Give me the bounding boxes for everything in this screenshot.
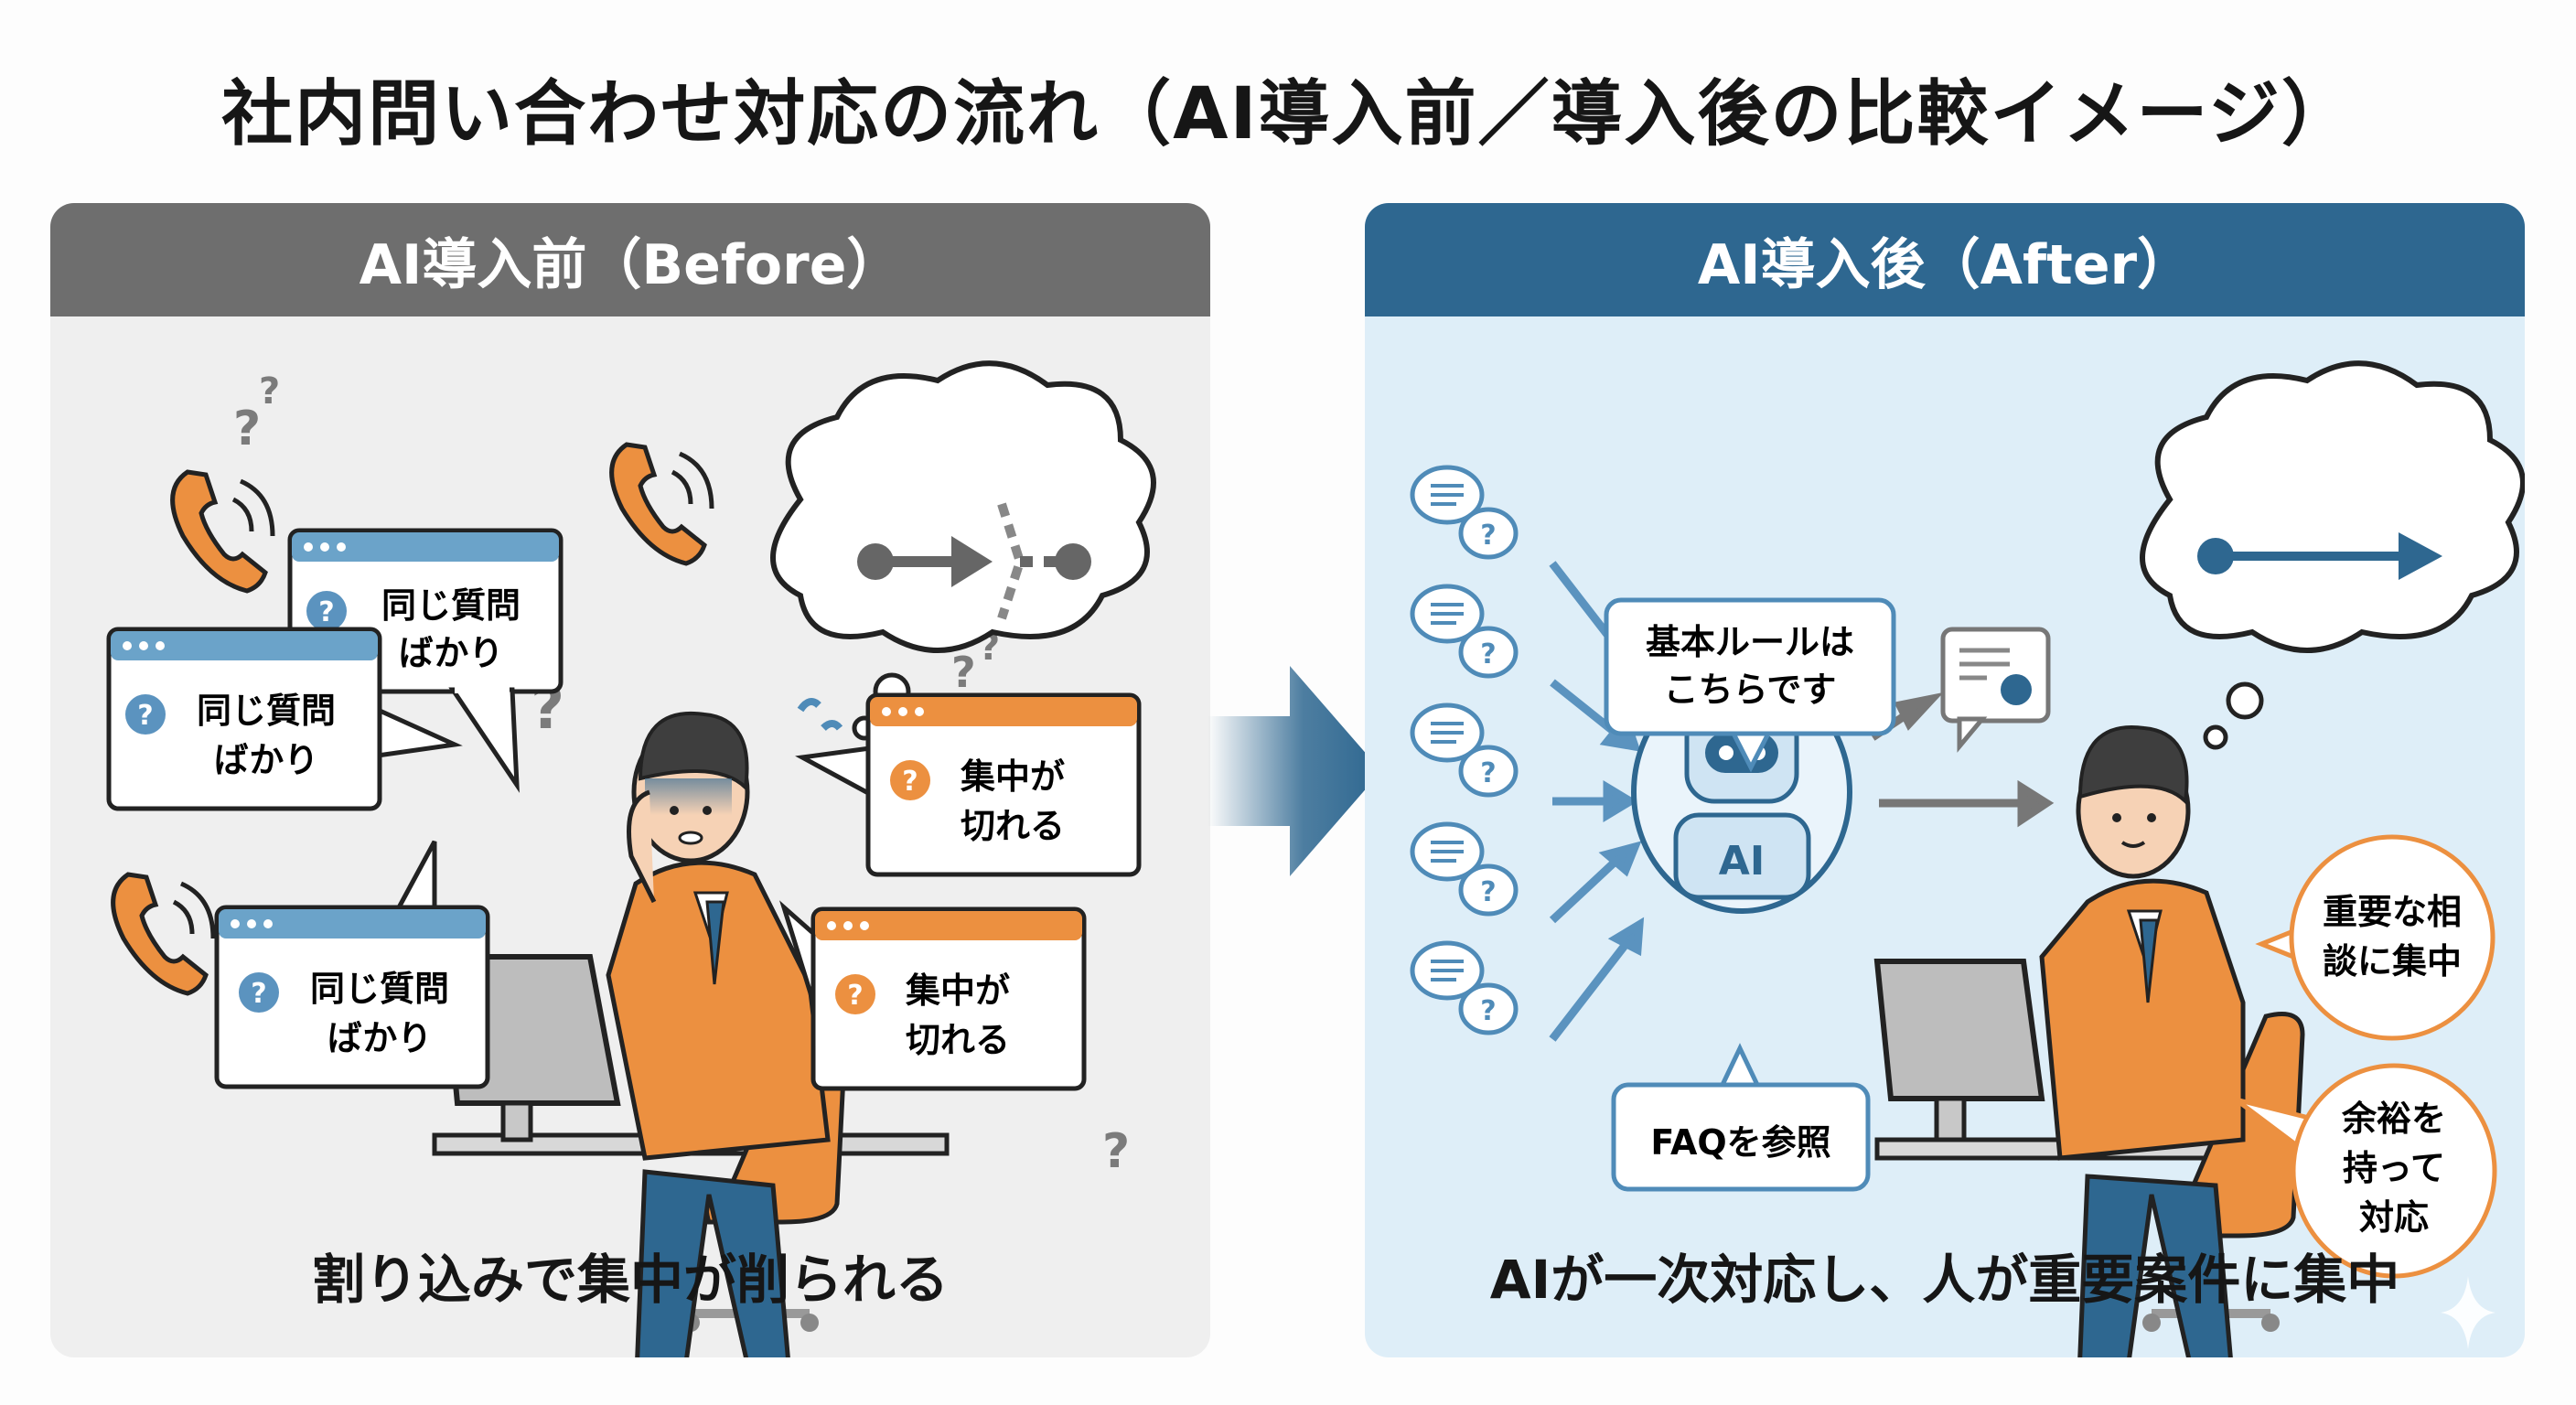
bubble-text-line2: ばかり: [327, 1018, 433, 1058]
after-scene: ????? AI: [1410, 360, 2525, 1357]
before-caption: 割り込みで集中が削られる: [311, 1249, 949, 1311]
inquiry-bubble: ? 同じ質問 ばかり: [214, 840, 490, 1089]
svg-text:?: ?: [847, 980, 863, 1012]
thought-cloud: [770, 360, 1156, 741]
bubble-text-line1: 同じ質問: [381, 585, 521, 626]
svg-text:?: ?: [1480, 995, 1496, 1027]
faq-text: FAQを参照: [1650, 1122, 1831, 1163]
stressed-worker-illustration: [606, 698, 843, 1357]
svg-text:?: ?: [1480, 520, 1496, 552]
ai-label: AI: [1719, 838, 1765, 885]
calm-line3: 対応: [2358, 1197, 2429, 1238]
distraction-bubble: ? 集中が 切れる: [778, 900, 1087, 1091]
bubble-text-line1: 集中が: [960, 756, 1065, 797]
inquiry-chat-icon: ?: [1410, 702, 1519, 798]
inquiry-chat-icon: ?: [1410, 940, 1519, 1035]
svg-text:?: ?: [1480, 757, 1496, 789]
focus-line1: 重要な相: [2322, 892, 2462, 932]
page-title: 社内問い合わせ対応の流れ（AI導入前／導入後の比較イメージ）: [221, 73, 2355, 156]
after-panel: AI導入後（After） ????? AI: [1365, 203, 2525, 1357]
bubble-text-line1: 同じ質問: [309, 969, 449, 1009]
inquiry-bubble: ? 同じ質問 ばかり: [106, 627, 463, 811]
inquiry-chat-icons: ?????: [1410, 465, 1519, 1035]
bot-reply-line1: 基本ルールは: [1645, 622, 1854, 662]
bubble-text-line2: ばかり: [398, 633, 504, 673]
inquiry-chat-icon: ?: [1410, 821, 1519, 917]
bubble-text-line2: 切れる: [960, 806, 1065, 846]
svg-text:?: ?: [137, 700, 153, 732]
phone-icon: [609, 442, 714, 566]
svg-text:?: ?: [1480, 876, 1496, 908]
bubble-text-line2: 切れる: [905, 1020, 1010, 1060]
sparkle-icon: [2441, 1276, 2496, 1349]
before-panel-header: AI導入前（Before）: [50, 203, 1210, 316]
monitor: [1873, 959, 2045, 1142]
svg-text:?: ?: [951, 648, 976, 697]
answer-document-icon: [1940, 627, 2051, 753]
calm-response-bubble: 余裕を 持って 対応: [2234, 1063, 2497, 1279]
focus-bubble: 重要な相 談に集中: [2255, 834, 2496, 1041]
svg-text:?: ?: [318, 596, 334, 628]
bot-reply-line2: こちらです: [1663, 670, 1837, 710]
svg-text:?: ?: [1102, 1124, 1130, 1179]
phone-icon: [111, 872, 216, 996]
thought-cloud: [2140, 360, 2525, 750]
transition-arrow-icon: [1208, 666, 1381, 876]
bot-reply-bubble: 基本ルールは こちらです: [1604, 597, 1896, 773]
faq-bubble: FAQを参照: [1611, 1043, 1871, 1192]
after-panel-header: AI導入後（After）: [1365, 203, 2525, 316]
inquiry-chat-icon: ?: [1410, 584, 1519, 679]
distraction-bubble: ? 集中が 切れる: [795, 692, 1142, 877]
calm-line1: 余裕を: [2341, 1099, 2446, 1139]
svg-text:?: ?: [1480, 638, 1496, 670]
before-panel: AI導入前（Before） ? ? ? ? ? ? ?: [50, 203, 1210, 1357]
focus-line2: 談に集中: [2322, 941, 2462, 981]
svg-text:?: ?: [233, 402, 261, 456]
bubble-text-line1: 集中が: [905, 971, 1010, 1011]
after-caption: AIが一次対応し、人が重要案件に集中: [1489, 1249, 2400, 1311]
calm-line2: 持って: [2342, 1148, 2446, 1188]
phone-icon: [170, 469, 275, 594]
bubble-text-line1: 同じ質問: [196, 691, 336, 731]
svg-text:?: ?: [251, 978, 266, 1010]
svg-text:?: ?: [902, 766, 918, 798]
bubble-text-line2: ばかり: [213, 740, 319, 780]
calm-worker-illustration: [2039, 724, 2246, 1357]
svg-text:?: ?: [259, 370, 280, 413]
inquiry-chat-icon: ?: [1410, 465, 1519, 560]
